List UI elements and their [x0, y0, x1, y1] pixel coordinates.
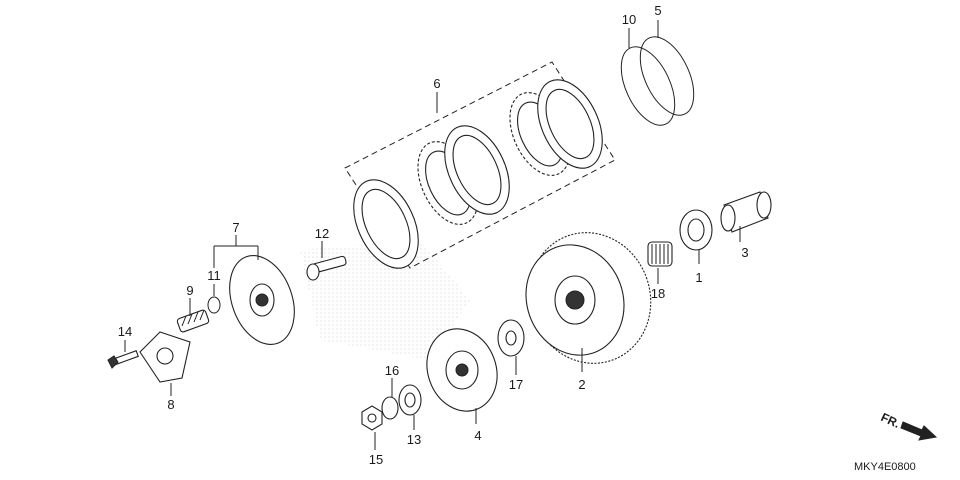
callout-labels: 1 2 3 4 5 6 7 8 9 10 11 12 13 14 15 16 1…: [118, 3, 749, 467]
oil-pump-drive-sprocket: [679, 209, 713, 251]
lock-washer: [398, 384, 422, 416]
diagram-code: MKY4E0800: [854, 461, 916, 473]
bolt: [107, 350, 139, 369]
lock-nut: [361, 405, 383, 431]
thrust-washer: [497, 319, 525, 357]
front-direction-indicator: FR.: [879, 410, 938, 441]
front-direction-label: FR.: [879, 410, 902, 431]
callout-12: 12: [315, 226, 329, 241]
clutch-plate-set: [353, 79, 603, 269]
callout-1: 1: [695, 270, 702, 285]
callout-11: 11: [207, 268, 221, 283]
callout-15: 15: [369, 452, 383, 467]
guide-collar: [720, 191, 772, 233]
pressure-plate: [229, 255, 295, 345]
clutch-outer-gear: [525, 232, 652, 364]
callout-7: 7: [232, 220, 239, 235]
callout-17: 17: [509, 377, 523, 392]
callout-14: 14: [118, 324, 132, 339]
callout-16: 16: [385, 363, 399, 378]
clutch-center-hub: [426, 328, 498, 412]
lifter-rod: [306, 255, 347, 281]
callout-6: 6: [433, 76, 440, 91]
callout-9: 9: [186, 283, 193, 298]
callout-8: 8: [167, 397, 174, 412]
callout-3: 3: [741, 245, 748, 260]
callout-13: 13: [407, 432, 421, 447]
lifter-plate: [139, 331, 191, 383]
clutch-spring: [176, 309, 210, 333]
spring-washer: [381, 396, 399, 420]
callout-4: 4: [474, 428, 481, 443]
watermark-area: [300, 240, 470, 360]
callout-5: 5: [654, 3, 661, 18]
callout-2: 2: [578, 377, 585, 392]
front-direction-arrow-icon: [900, 421, 938, 441]
leader-lines: [124, 20, 741, 450]
callout-18: 18: [651, 286, 665, 301]
wire-rings: [620, 36, 695, 126]
o-ring: [207, 296, 221, 314]
callout-10: 10: [622, 12, 636, 27]
needle-bearing: [647, 241, 673, 267]
